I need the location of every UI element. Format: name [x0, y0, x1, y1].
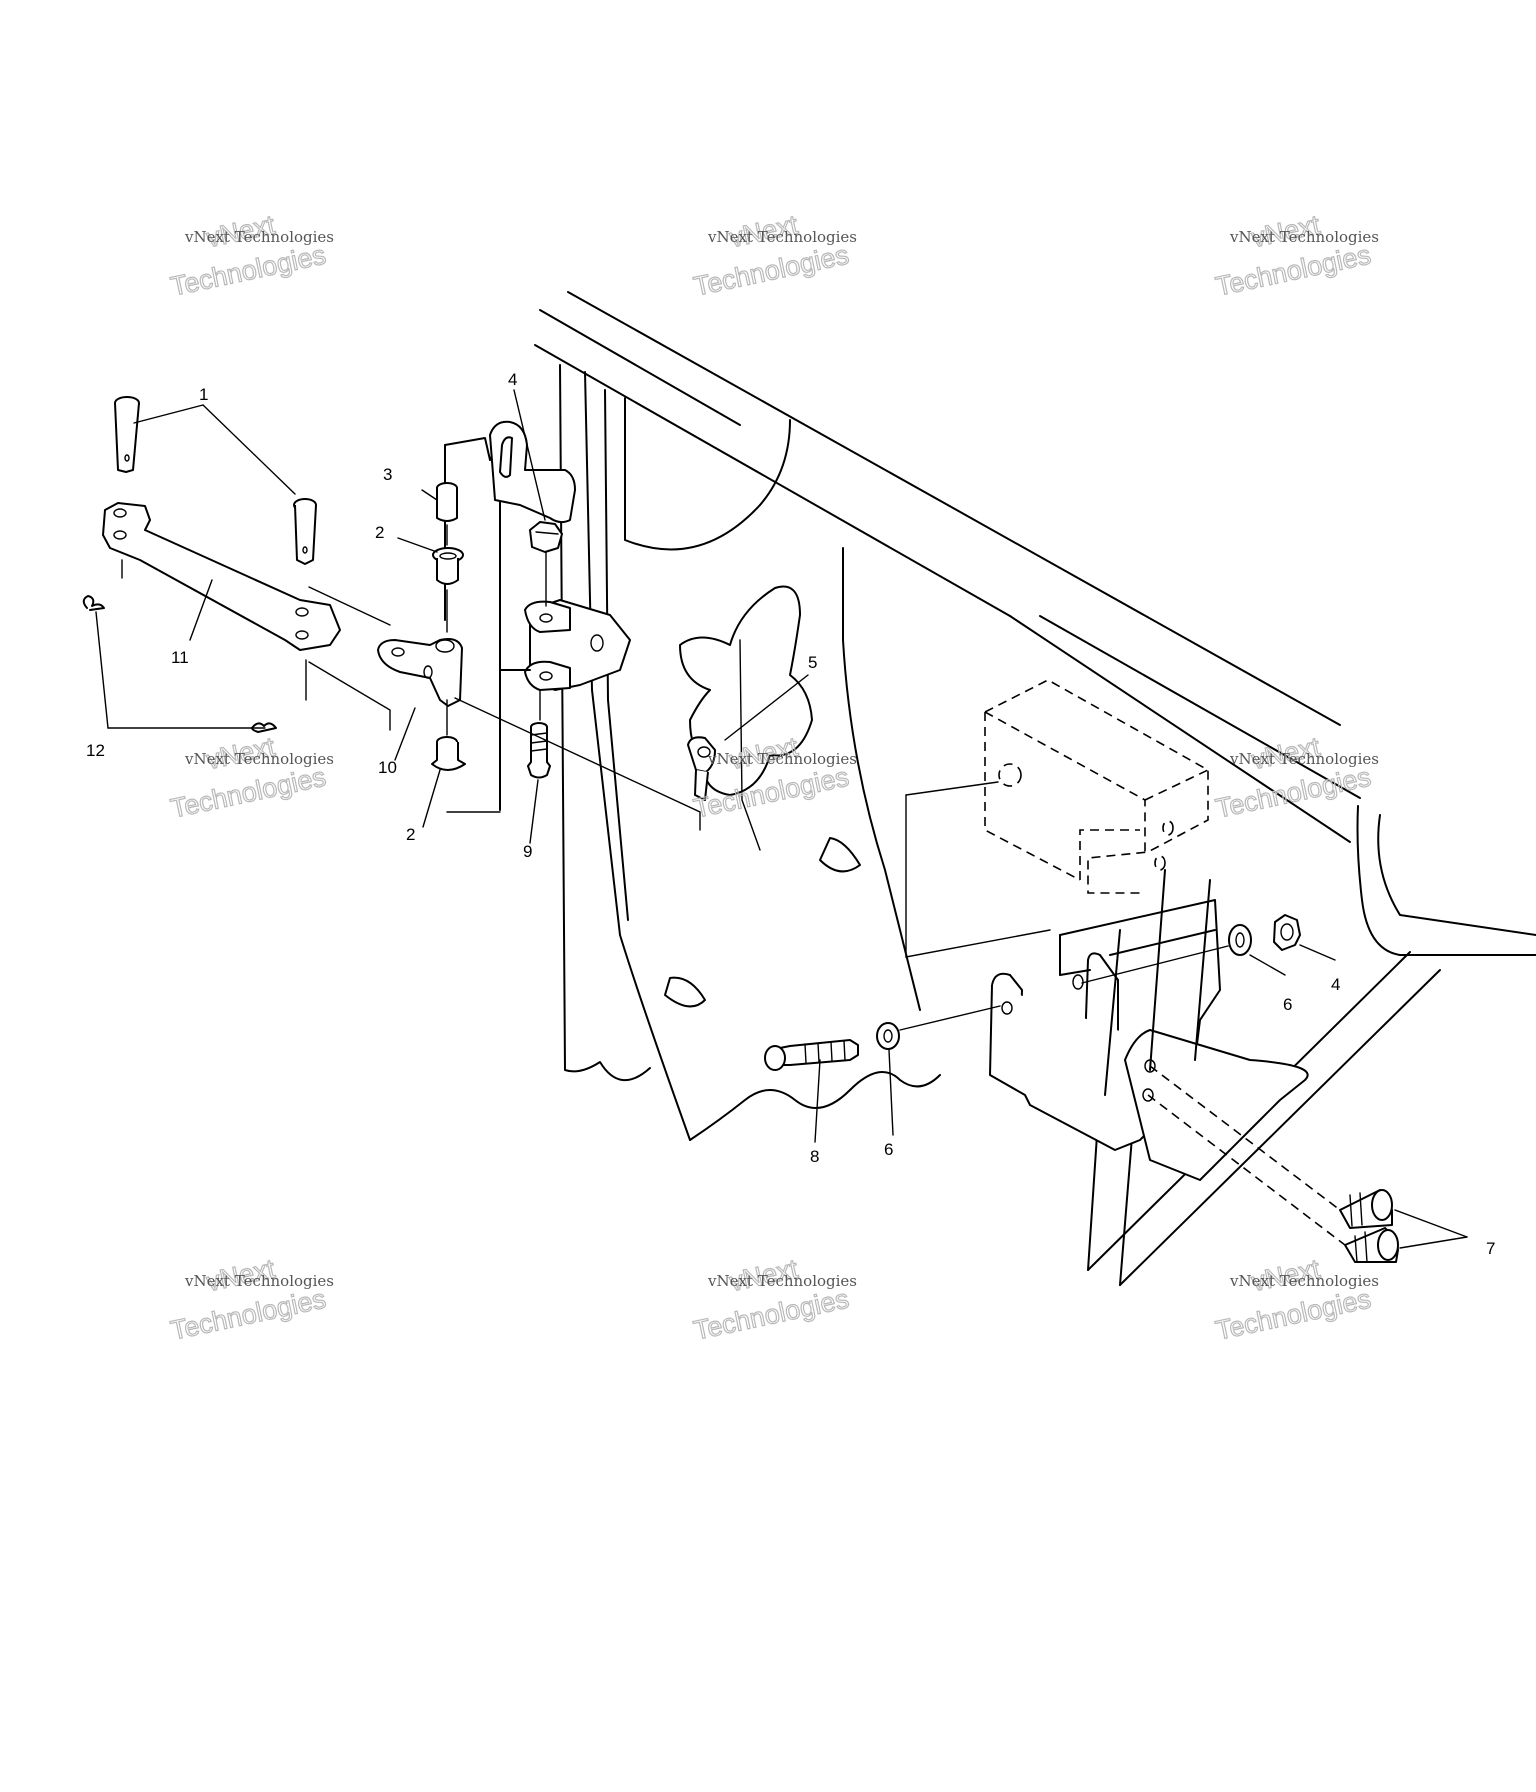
alignment-lines-left — [308, 524, 701, 831]
washer-6-upper — [1228, 924, 1252, 956]
callout-3: 3 — [383, 465, 392, 484]
bracket-straps — [1059, 869, 1221, 1096]
svg-text:vNext Technologies: vNext Technologies — [184, 750, 334, 768]
pin-right — [293, 498, 317, 565]
callout-8: 8 — [810, 1147, 819, 1166]
svg-text:vNext Technologies: vNext Technologies — [707, 1272, 857, 1290]
svg-text:vNext Technologies: vNext Technologies — [1229, 228, 1379, 246]
watermark-1: Technologies vNext vNext Technologies — [167, 209, 334, 302]
callout-5: 5 — [808, 653, 817, 672]
nut-4-line — [1081, 945, 1229, 984]
watermark-3: Technologies vNext vNext Technologies — [1212, 209, 1379, 302]
leader-lines — [95, 389, 1468, 1249]
watermark-4: Technologies vNext vNext Technologies — [167, 731, 334, 824]
svg-text:Technologies: Technologies — [691, 240, 851, 302]
watermark-8: Technologies vNext vNext Technologies — [690, 1253, 857, 1346]
svg-text:Technologies: Technologies — [691, 1284, 851, 1346]
bolt-7-upper — [1339, 1189, 1393, 1229]
svg-text:Technologies: Technologies — [1213, 240, 1373, 302]
watermark-2: Technologies vNext vNext Technologies — [690, 209, 857, 302]
callout-12: 12 — [86, 741, 105, 760]
watermark-9: Technologies vNext vNext Technologies — [1212, 1253, 1379, 1346]
callout-7: 7 — [1486, 1239, 1495, 1258]
hinge-bracket — [377, 638, 463, 707]
phantom-box — [984, 679, 1209, 894]
callout-6-right: 6 — [1283, 995, 1292, 1014]
callout-numbers: 1 2 2 3 4 4 5 6 6 7 8 9 10 11 12 — [86, 370, 1495, 1258]
callout-1: 1 — [199, 385, 208, 404]
svg-text:vNext Technologies: vNext Technologies — [1229, 1272, 1379, 1290]
bolt-8-line — [899, 1005, 1001, 1031]
callout-10: 10 — [378, 758, 397, 777]
bolt-7-line-lower — [1147, 1094, 1346, 1246]
cotter-clip-bottom — [251, 722, 277, 733]
seat-bracket — [989, 952, 1309, 1181]
pin-left — [114, 396, 140, 473]
bolt-7-lower — [1344, 1227, 1399, 1263]
svg-text:Technologies: Technologies — [1213, 762, 1373, 824]
frame-panel — [534, 291, 1536, 1286]
watermark-7: Technologies vNext vNext Technologies — [167, 1253, 334, 1346]
bushing-2-upper — [432, 547, 464, 585]
watermark-6: Technologies vNext vNext Technologies — [1212, 731, 1379, 824]
link-bar — [102, 502, 341, 701]
callout-2-lower: 2 — [406, 825, 415, 844]
bushing-2-lower — [431, 736, 466, 771]
alignment-lines-right — [739, 639, 1051, 958]
stud-5 — [687, 736, 716, 801]
hinge-assembly — [444, 420, 631, 811]
nut-upper — [529, 521, 563, 607]
callout-2-upper: 2 — [375, 523, 384, 542]
bolt-8 — [764, 1039, 859, 1071]
cotter-clip-top — [82, 595, 105, 611]
svg-text:vNext Technologies: vNext Technologies — [184, 1272, 334, 1290]
bushing-3 — [436, 482, 458, 522]
svg-text:vNext Technologies: vNext Technologies — [184, 228, 334, 246]
svg-text:Technologies: Technologies — [168, 240, 328, 302]
callout-6-lower: 6 — [884, 1140, 893, 1159]
watermark-5: Technologies vNext vNext Technologies — [690, 731, 857, 824]
svg-text:Technologies: Technologies — [168, 762, 328, 824]
svg-text:vNext Technologies: vNext Technologies — [707, 228, 857, 246]
callout-9: 9 — [523, 842, 532, 861]
bolt-7-line-upper — [1149, 1065, 1341, 1211]
svg-text:Technologies: Technologies — [1213, 1284, 1373, 1346]
washer-6-lower — [876, 1022, 900, 1050]
svg-text:vNext Technologies: vNext Technologies — [707, 750, 857, 768]
callout-4-upper: 4 — [508, 370, 517, 389]
callout-11: 11 — [171, 648, 189, 667]
callout-4-right: 4 — [1331, 975, 1340, 994]
svg-text:Technologies: Technologies — [168, 1284, 328, 1346]
bolt-9 — [527, 722, 551, 779]
nut-4-right — [1273, 914, 1301, 951]
svg-text:Technologies: Technologies — [691, 762, 851, 824]
svg-text:vNext Technologies: vNext Technologies — [1229, 750, 1379, 768]
